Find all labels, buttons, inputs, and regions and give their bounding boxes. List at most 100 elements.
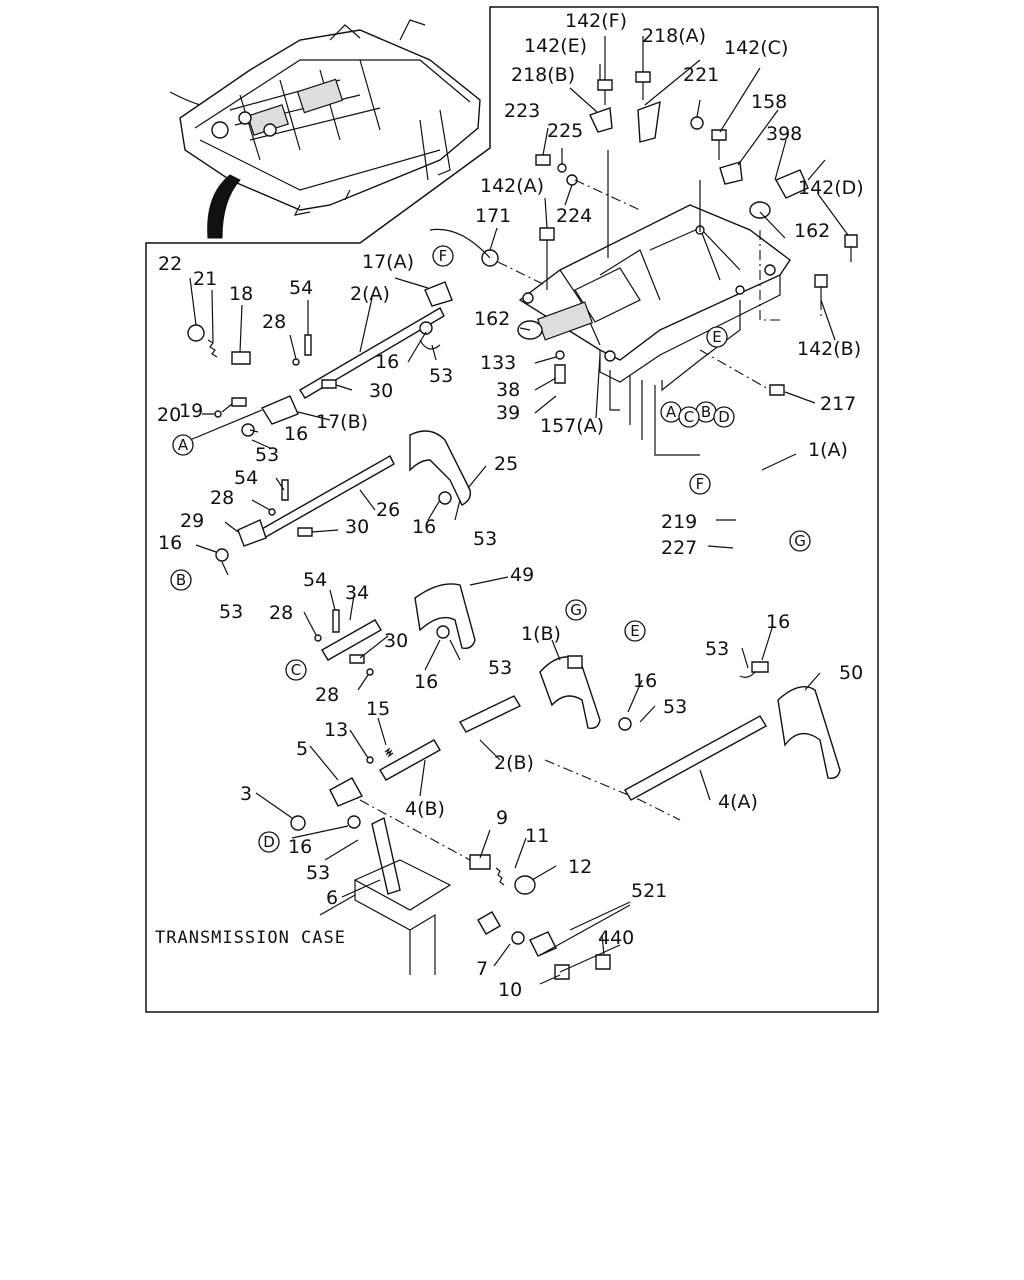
callout-30-b: 30 <box>345 516 369 538</box>
marker-A-top: A <box>660 401 682 423</box>
shift-shaft-34-fork-49 <box>314 583 476 676</box>
callout-16-f: 16 <box>633 670 657 692</box>
callout-30-a: 30 <box>369 380 393 402</box>
svg-text:G: G <box>570 601 582 619</box>
callout-19: 19 <box>179 400 203 422</box>
callout-133: 133 <box>480 352 516 374</box>
callout-28-c: 28 <box>269 602 293 624</box>
svg-text:C: C <box>291 661 301 679</box>
callout-49: 49 <box>510 564 534 586</box>
shift-shaft-4A-fork-50 <box>624 661 841 801</box>
svg-text:A: A <box>178 436 189 454</box>
callout-142E: 142(E) <box>524 35 587 57</box>
callout-28-d: 28 <box>315 684 339 706</box>
callout-3: 3 <box>240 783 252 805</box>
callout-50: 50 <box>839 662 863 684</box>
callout-21: 21 <box>193 268 217 290</box>
callout-13: 13 <box>324 719 348 741</box>
svg-text:F: F <box>439 247 448 265</box>
callout-4B: 4(B) <box>405 798 445 820</box>
marker-F-top: F <box>432 245 454 267</box>
marker-D-top: D <box>713 406 735 428</box>
marker-B-left: B <box>170 569 192 591</box>
callout-22: 22 <box>158 253 182 275</box>
marker-A-left: A <box>172 434 194 456</box>
callout-157A: 157(A) <box>540 415 604 437</box>
callout-227: 227 <box>661 537 697 559</box>
callout-53-d: 53 <box>219 601 243 623</box>
callout-16-h: 16 <box>288 836 312 858</box>
svg-text:C: C <box>684 408 694 426</box>
callout-1A: 1(A) <box>808 439 848 461</box>
callout-218A: 218(A) <box>642 25 706 47</box>
marker-D-left: D <box>258 831 280 853</box>
callout-16-g: 16 <box>766 611 790 633</box>
callout-225: 225 <box>547 120 583 142</box>
svg-text:E: E <box>712 328 721 346</box>
callout-7: 7 <box>476 958 488 980</box>
callout-26: 26 <box>376 499 400 521</box>
marker-E-top: E <box>706 326 728 348</box>
control-box-cover <box>518 150 791 383</box>
callout-38: 38 <box>496 379 520 401</box>
callout-17A: 17(A) <box>362 251 414 273</box>
callout-5: 5 <box>296 738 308 760</box>
callout-12: 12 <box>568 856 592 878</box>
callout-53-e: 53 <box>488 657 512 679</box>
callout-28-a: 28 <box>262 311 286 333</box>
callout-28-b: 28 <box>210 487 234 509</box>
callout-142D: 142(D) <box>798 177 864 199</box>
callout-223: 223 <box>504 100 540 122</box>
callout-labels: 142(F) 218(A) 142(E) 142(C) 218(B) 221 1… <box>157 10 864 1001</box>
callout-29: 29 <box>180 510 204 532</box>
callout-16-d: 16 <box>158 532 182 554</box>
callout-53-f: 53 <box>663 696 687 718</box>
callout-39: 39 <box>496 402 520 424</box>
arrow-to-exploded-view <box>207 174 241 239</box>
svg-text:A: A <box>666 403 677 421</box>
marker-G-right: G <box>789 530 811 552</box>
callout-54-b: 54 <box>234 467 258 489</box>
shift-shaft-2B-fork-1B <box>290 655 681 895</box>
callout-171: 171 <box>475 205 511 227</box>
callout-1B: 1(B) <box>521 623 561 645</box>
callout-53-g: 53 <box>705 638 729 660</box>
callout-54-a: 54 <box>289 277 313 299</box>
transmission-case-caption: TRANSMISSION CASE <box>155 928 346 948</box>
callout-53-h: 53 <box>306 862 330 884</box>
callout-162-top: 162 <box>794 220 830 242</box>
svg-text:D: D <box>263 833 275 851</box>
upper-fasteners <box>429 71 858 456</box>
svg-text:E: E <box>630 622 639 640</box>
marker-F-mid: F <box>689 473 711 495</box>
callout-6: 6 <box>326 887 338 909</box>
callout-218B: 218(B) <box>511 64 575 86</box>
callout-53-c: 53 <box>473 528 497 550</box>
callout-2A: 2(A) <box>350 283 390 305</box>
reference-markers: F E A B C D A F G B C G E D <box>170 245 811 853</box>
callout-158: 158 <box>751 91 787 113</box>
callout-142C: 142(C) <box>724 37 788 59</box>
transmission-case-outline <box>319 859 631 980</box>
leader-lines <box>189 36 849 985</box>
shift-shaft-2A-assembly <box>187 281 453 441</box>
callout-142F: 142(F) <box>565 10 627 32</box>
callout-53-a: 53 <box>429 365 453 387</box>
callout-30-c: 30 <box>384 630 408 652</box>
callout-2B: 2(B) <box>494 752 534 774</box>
callout-54-c: 54 <box>303 569 327 591</box>
callout-25: 25 <box>494 453 518 475</box>
shift-shaft-26-fork-25 <box>215 430 472 562</box>
callout-4A: 4(A) <box>718 791 758 813</box>
callout-16-a: 16 <box>375 351 399 373</box>
callout-440: 440 <box>598 927 634 949</box>
callout-11: 11 <box>525 825 549 847</box>
callout-16-e: 16 <box>414 671 438 693</box>
callout-15: 15 <box>366 698 390 720</box>
callout-521: 521 <box>631 880 667 902</box>
callout-53-b: 53 <box>255 444 279 466</box>
callout-16-b: 16 <box>284 423 308 445</box>
svg-text:B: B <box>176 571 186 589</box>
callout-142A: 142(A) <box>480 175 544 197</box>
